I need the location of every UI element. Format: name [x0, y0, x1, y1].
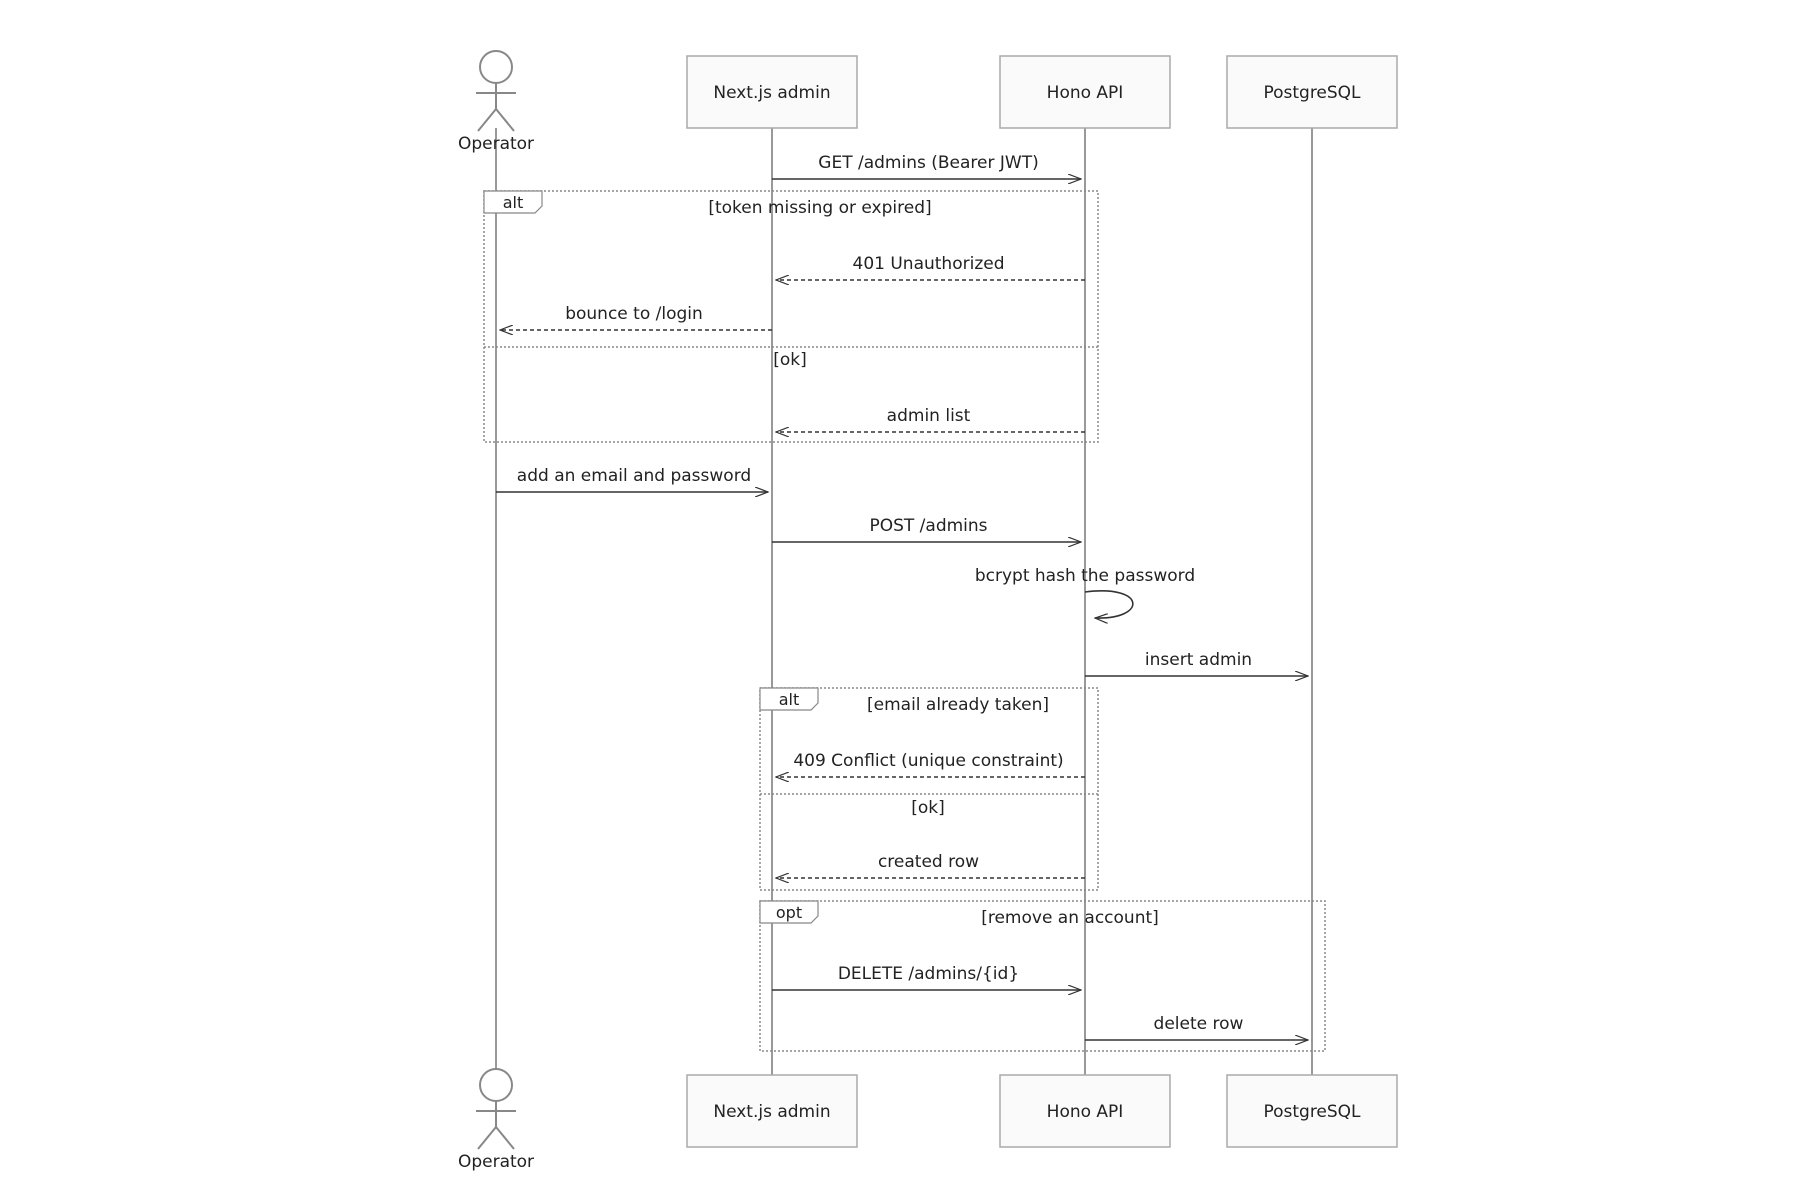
fragment-opt: opt [remove an account] — [759, 900, 1326, 1052]
fragment-frame — [759, 687, 1099, 891]
participant-box — [1226, 1074, 1398, 1148]
participant-box — [999, 55, 1171, 129]
participant-nextjs-bottom: Next.js admin — [686, 1074, 858, 1148]
message-label: admin list — [887, 406, 971, 426]
fragment-condition: [email already taken] — [867, 695, 1049, 715]
participant-pg-bottom: PostgreSQL — [1226, 1074, 1398, 1148]
participant-hono-top: Hono API — [999, 55, 1171, 129]
message-3: admin list — [776, 406, 1085, 432]
message-label: POST /admins — [869, 516, 987, 536]
participant-pg-top: PostgreSQL — [1226, 55, 1398, 129]
message-label: created row — [878, 852, 979, 872]
message-0: GET /admins (Bearer JWT) — [772, 153, 1081, 179]
message-11: delete row — [1085, 1014, 1308, 1040]
fragment-tab — [759, 687, 819, 711]
actor-head-icon — [479, 50, 513, 84]
fragment-alt: alt [token missing or expired] [ok] — [483, 190, 1099, 443]
fragment-tab — [759, 900, 819, 924]
fragment-condition: [remove an account] — [981, 908, 1159, 928]
message-label: bounce to /login — [565, 304, 703, 324]
fragment-tab — [483, 190, 543, 214]
participant-box — [1226, 55, 1398, 129]
fragment-else-condition: [ok] — [911, 798, 945, 818]
message-label: GET /admins (Bearer JWT) — [818, 153, 1038, 173]
participant-label: Next.js admin — [713, 83, 830, 103]
participant-label: PostgreSQL — [1263, 1102, 1361, 1122]
participant-label: Hono API — [1047, 1102, 1124, 1122]
actor-leg-left — [477, 108, 497, 132]
participant-box — [686, 1074, 858, 1148]
message-6: bcrypt hash the password — [975, 566, 1195, 618]
participant-box — [999, 1074, 1171, 1148]
actor-head-icon — [479, 1068, 513, 1102]
fragment-frame — [759, 900, 1326, 1052]
message-label: delete row — [1154, 1014, 1244, 1034]
message-5: POST /admins — [772, 516, 1081, 542]
participant-label: Next.js admin — [713, 1102, 830, 1122]
participant-box — [686, 55, 858, 129]
actor-leg-right — [495, 108, 515, 132]
message-2: bounce to /login — [500, 304, 772, 330]
message-label: DELETE /admins/{id} — [838, 964, 1019, 984]
fragment-frame — [483, 190, 1099, 443]
message-10: DELETE /admins/{id} — [772, 964, 1081, 990]
participant-nextjs-top: Next.js admin — [686, 55, 858, 129]
fragment-else-condition: [ok] — [773, 350, 807, 370]
fragment-kind: opt — [776, 903, 802, 922]
participant-operator-bottom: Operator — [458, 1068, 534, 1172]
participant-label: PostgreSQL — [1263, 83, 1361, 103]
fragment-condition: [token missing or expired] — [708, 198, 931, 218]
participant-label: Operator — [458, 1152, 534, 1172]
actor-leg-right — [495, 1126, 515, 1150]
fragment-kind: alt — [503, 193, 524, 212]
message-label: bcrypt hash the password — [975, 566, 1195, 586]
message-4: add an email and password — [496, 466, 768, 492]
message-1: 401 Unauthorized — [776, 254, 1085, 280]
message-arrow — [1084, 590, 1134, 618]
participant-label: Operator — [458, 134, 534, 154]
participant-label: Hono API — [1047, 83, 1124, 103]
message-8: 409 Conflict (unique constraint) — [776, 751, 1085, 777]
participant-hono-bottom: Hono API — [999, 1074, 1171, 1148]
message-label: 409 Conflict (unique constraint) — [793, 751, 1063, 771]
message-label: 401 Unauthorized — [853, 254, 1005, 274]
message-9: created row — [776, 852, 1085, 878]
actor-leg-left — [477, 1126, 497, 1150]
fragment-alt: alt [email already taken] [ok] — [759, 687, 1099, 891]
fragment-kind: alt — [779, 690, 800, 709]
message-label: add an email and password — [517, 466, 751, 486]
message-label: insert admin — [1145, 650, 1252, 670]
message-7: insert admin — [1085, 650, 1308, 676]
participant-operator-top: Operator — [458, 50, 534, 154]
